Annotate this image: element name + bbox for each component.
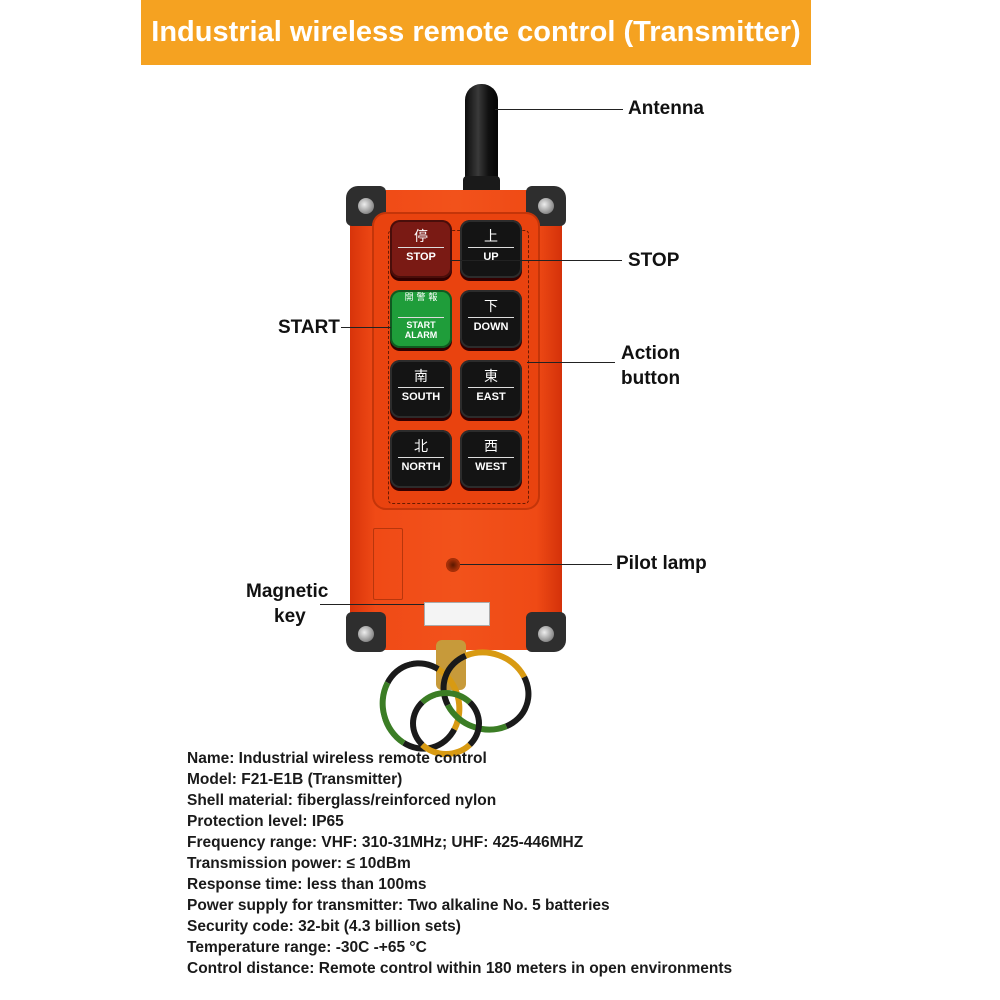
button-en-label: UP [483, 251, 499, 263]
button-cn-label: 開 警 報 [404, 293, 438, 303]
button-en-label: DOWN [473, 321, 509, 333]
screw-icon [358, 198, 374, 214]
stop-button[interactable]: 停 STOP [390, 220, 452, 278]
west-button[interactable]: 西 WEST [460, 430, 522, 488]
antenna-label: Antenna [628, 98, 704, 119]
antenna-leader-line [495, 109, 623, 110]
spec-model: Model: F21-E1B (Transmitter) [187, 771, 403, 788]
magnetic-key-label-line2: key [274, 606, 306, 627]
spec-power-supply: Power supply for transmitter: Two alkali… [187, 897, 610, 914]
spec-temperature-range: Temperature range: -30C -+65 °C [187, 939, 427, 956]
button-cn-label: 東 [484, 369, 498, 385]
button-cn-label: 南 [414, 369, 428, 385]
east-button[interactable]: 東 EAST [460, 360, 522, 418]
button-en-label: STOP [406, 251, 436, 263]
magnetic-key-label-line1: Magnetic [246, 581, 329, 602]
pilot-lamp-leader-line [460, 564, 612, 565]
button-cn-label: 西 [484, 439, 498, 455]
button-en-label: START ALARM [404, 320, 438, 340]
spec-response-time: Response time: less than 100ms [187, 876, 427, 893]
title-banner: Industrial wireless remote control (Tran… [141, 0, 811, 65]
down-button[interactable]: 下 DOWN [460, 290, 522, 348]
lanyard-clip [436, 640, 466, 690]
screw-icon [538, 198, 554, 214]
specifications-list: Name: Industrial wireless remote control… [187, 748, 732, 979]
action-leader-line [527, 362, 615, 363]
action-label-line1: Action [621, 343, 681, 364]
pilot-lamp-label: Pilot lamp [616, 553, 707, 574]
button-en-label: WEST [475, 461, 507, 473]
stop-label: STOP [628, 250, 680, 271]
stop-leader-line [450, 260, 622, 261]
button-cn-label: 下 [484, 299, 498, 315]
spec-protection-level: Protection level: IP65 [187, 813, 344, 830]
banner-title: Industrial wireless remote control (Tran… [151, 16, 801, 48]
south-button[interactable]: 南 SOUTH [390, 360, 452, 418]
spec-transmission-power: Transmission power: ≤ 10dBm [187, 855, 411, 872]
pilot-lamp-icon [446, 558, 460, 572]
battery-cover-slot [373, 528, 403, 600]
button-cn-label: 上 [484, 229, 498, 245]
spec-name: Name: Industrial wireless remote control [187, 750, 487, 767]
button-cn-label: 北 [414, 439, 428, 455]
button-en-label: SOUTH [401, 391, 441, 403]
action-label-line2: button [621, 368, 681, 389]
button-cn-label: 停 [414, 229, 428, 245]
start-leader-line [341, 327, 391, 328]
magnetic-key[interactable] [424, 602, 490, 626]
spec-control-distance: Control distance: Remote control within … [187, 960, 733, 977]
up-button[interactable]: 上 UP [460, 220, 522, 278]
action-buttons-outline [388, 230, 529, 504]
lanyard-rope [410, 690, 482, 757]
north-button[interactable]: 北 NORTH [390, 430, 452, 488]
screw-icon [358, 626, 374, 642]
spec-frequency-range: Frequency range: VHF: 310-31MHz; UHF: 42… [187, 834, 584, 851]
spec-shell-material: Shell material: fiberglass/reinforced ny… [187, 792, 497, 809]
button-en-label: NORTH [401, 461, 441, 473]
start-label: START [278, 317, 340, 338]
start-alarm-button[interactable]: 開 警 報 START ALARM [390, 290, 452, 348]
magnetic-key-leader-line [320, 604, 424, 605]
spec-security-code: Security code: 32-bit (4.3 billion sets) [187, 918, 461, 935]
screw-icon [538, 626, 554, 642]
button-en-label: EAST [476, 391, 506, 403]
